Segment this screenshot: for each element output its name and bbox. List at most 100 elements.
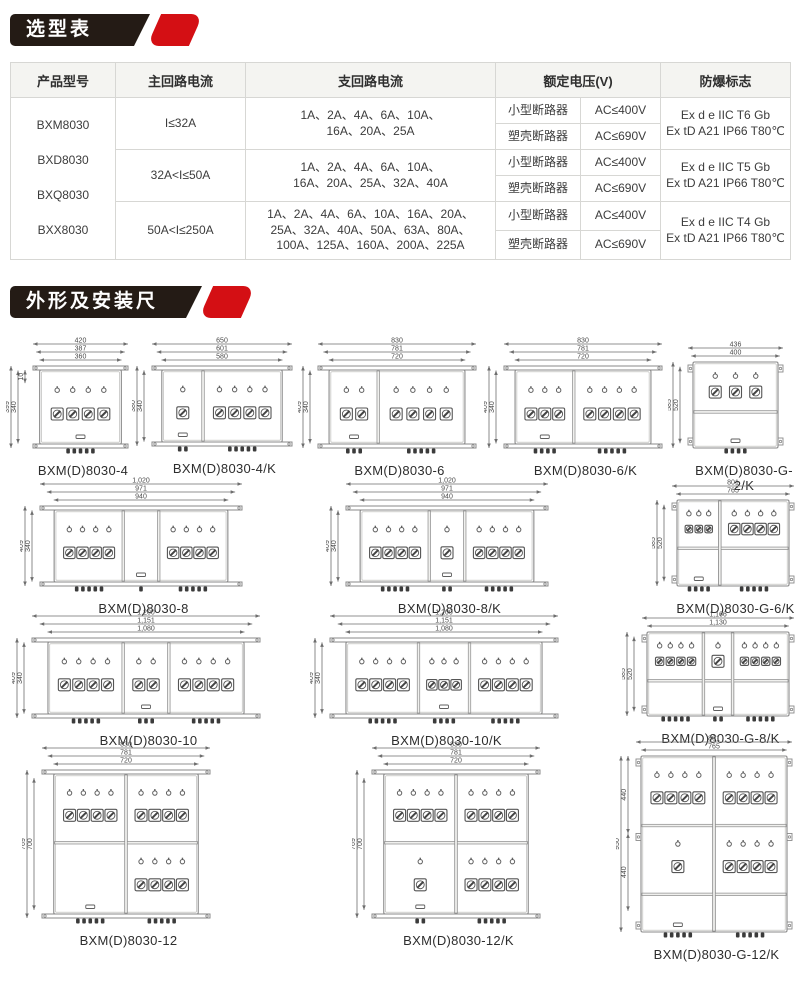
voltage-cell: AC≤690V xyxy=(580,230,661,260)
svg-text:830: 830 xyxy=(120,742,132,749)
dimensions-section-title: 外形及安装尺寸 xyxy=(10,286,270,318)
main-current-cell: 32A<I≤50A xyxy=(115,149,246,202)
svg-text:340: 340 xyxy=(315,672,322,684)
svg-text:387: 387 xyxy=(75,346,87,353)
svg-text:830: 830 xyxy=(450,742,462,749)
breaker-type-cell: 塑壳断路器 xyxy=(495,175,581,202)
svg-text:830: 830 xyxy=(391,338,403,345)
drawing-label: BXM(D)8030-10/K xyxy=(391,733,502,748)
svg-text:781: 781 xyxy=(120,750,132,757)
svg-text:380: 380 xyxy=(132,400,137,412)
header-model: 产品型号 xyxy=(10,62,116,98)
svg-text:769: 769 xyxy=(352,838,357,850)
drawing-label: BXM(D)8030-10 xyxy=(99,733,198,748)
svg-text:950: 950 xyxy=(616,838,621,850)
svg-text:1,200: 1,200 xyxy=(137,610,155,617)
svg-text:1,200: 1,200 xyxy=(435,610,453,617)
svg-text:765: 765 xyxy=(708,744,720,751)
title-red-swoosh xyxy=(198,286,256,318)
table-row: BXM8030 BXD8030 BXQ8030 BXX8030 I≤32A 1A… xyxy=(10,97,791,260)
drawing-label: BXM(D)8030-6/K xyxy=(533,463,638,478)
header-main-current: 主回路电流 xyxy=(115,62,246,98)
branch-current-cell: 1A、2A、4A、6A、10A、 16A、20A、25A xyxy=(245,97,496,150)
svg-text:1,020: 1,020 xyxy=(132,478,150,485)
table-row: 50A<I≤250A 1A、2A、4A、6A、10A、16A、20A、 25A、… xyxy=(11,201,791,260)
svg-text:720: 720 xyxy=(120,758,132,765)
voltage-cell: AC≤690V xyxy=(580,175,661,202)
drawing-label: BXM(D)8030-4 xyxy=(37,463,129,478)
table-header-row: 产品型号 主回路电流 支回路电流 额定电压(V) 防爆标志 xyxy=(10,62,791,98)
header-voltage: 额定电压(V) xyxy=(495,62,661,98)
svg-text:765: 765 xyxy=(727,488,739,495)
model-name: BXM8030 xyxy=(36,118,90,133)
svg-text:1,166: 1,166 xyxy=(709,612,727,619)
model-name: BXX8030 xyxy=(37,223,89,238)
branch-current-cell: 1A、2A、4A、6A、10A、16A、20A、 25A、32A、40A、50A… xyxy=(245,201,496,260)
svg-text:409: 409 xyxy=(310,672,315,684)
voltage-cell: AC≤690V xyxy=(580,123,661,150)
svg-text:585: 585 xyxy=(668,399,673,411)
voltage-cell: AC≤400V xyxy=(580,149,661,176)
drawing-label: BXM(D)8030-G-2/K xyxy=(695,463,793,493)
svg-text:440: 440 xyxy=(621,866,628,878)
dimensions-title-bar: 外形及安装尺寸 xyxy=(10,286,202,318)
voltage-cell: AC≤400V xyxy=(580,97,661,124)
svg-text:436: 436 xyxy=(730,342,742,349)
svg-text:520: 520 xyxy=(627,668,634,680)
drawing-label: BXM(D)8030-8 xyxy=(98,601,189,616)
svg-text:409: 409 xyxy=(298,401,303,413)
svg-text:409: 409 xyxy=(12,672,17,684)
svg-text:1,080: 1,080 xyxy=(137,626,155,633)
selection-title-text: 选型表 xyxy=(26,19,93,40)
table-row: 塑壳断路器 AC≤690V xyxy=(11,230,791,260)
svg-text:940: 940 xyxy=(441,494,453,501)
voltage-cell: AC≤400V xyxy=(580,201,661,231)
svg-text:340: 340 xyxy=(25,540,32,552)
model-name: BXD8030 xyxy=(37,153,89,168)
drawing-label: BXM(D)8030-8/K xyxy=(397,601,502,616)
selection-table: 产品型号 主回路电流 支回路电流 额定电压(V) 防爆标志 BXM8030 BX… xyxy=(10,62,791,260)
breaker-type-cell: 小型断路器 xyxy=(495,149,581,176)
table-row: 塑壳断路器 AC≤690V xyxy=(11,123,791,150)
selection-section-title: 选型表 xyxy=(10,14,250,46)
header-branch-current: 支回路电流 xyxy=(245,62,496,98)
breaker-type-cell: 小型断路器 xyxy=(495,97,581,124)
svg-text:801: 801 xyxy=(708,736,720,743)
svg-text:400: 400 xyxy=(730,350,742,357)
svg-text:720: 720 xyxy=(577,354,589,361)
svg-text:340: 340 xyxy=(303,401,310,413)
drawing-label: BXM(D)8030-12 xyxy=(79,933,178,948)
drawing-label: BXM(D)8030-G-6/K xyxy=(676,601,795,616)
svg-text:940: 940 xyxy=(135,494,147,501)
table-row: 32A<I≤50A 1A、2A、4A、6A、10A、 16A、20A、25A、3… xyxy=(11,149,791,202)
svg-text:409: 409 xyxy=(484,401,489,413)
ex-mark-cell: Ex d e IIC T4 Gb Ex tD A21 IP66 T80℃ xyxy=(660,201,791,260)
ex-mark-cell: Ex d e IIC T5 Gb Ex tD A21 IP66 T80℃ xyxy=(660,149,791,202)
svg-text:340: 340 xyxy=(17,672,24,684)
drawing-label: BXM(D)8030-12/K xyxy=(403,933,514,948)
svg-text:700: 700 xyxy=(357,838,364,850)
svg-text:340: 340 xyxy=(489,401,496,413)
main-current-cell: I≤32A xyxy=(115,97,246,150)
drawing-label: BXM(D)8030-G-12/K xyxy=(653,947,780,962)
svg-text:360: 360 xyxy=(75,354,87,361)
svg-text:650: 650 xyxy=(216,338,228,345)
